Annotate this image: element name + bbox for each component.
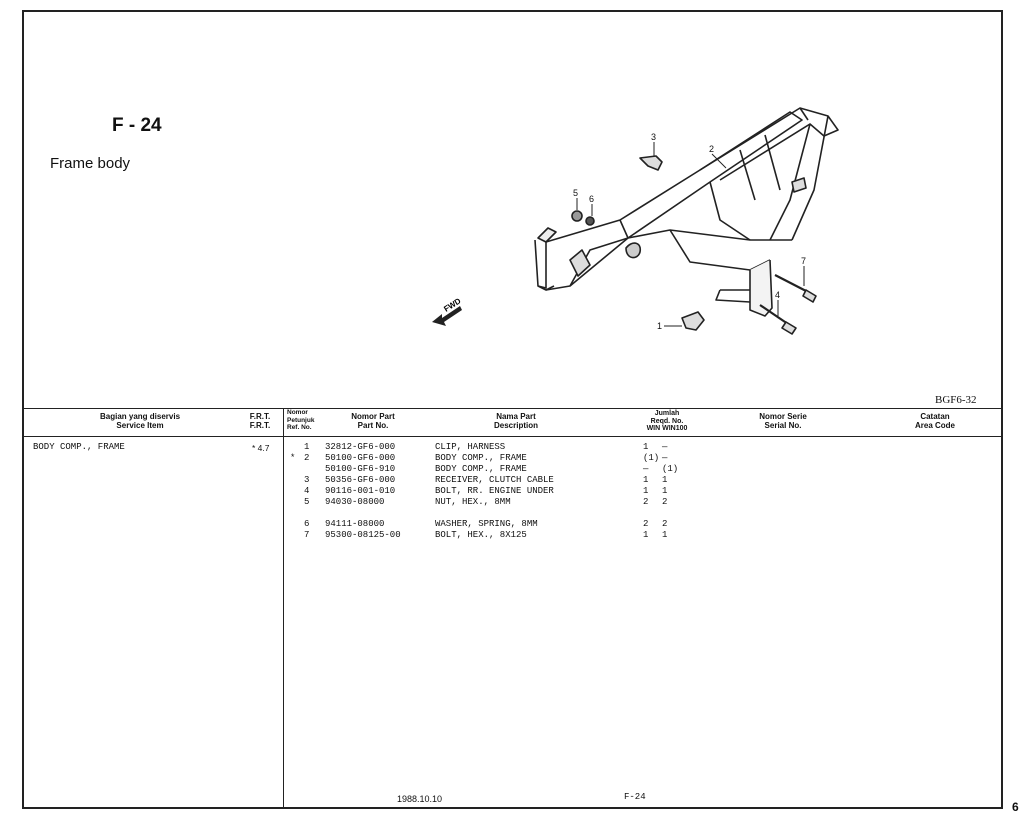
row-qty-win100: 2 (662, 519, 668, 529)
frame-parts-diagram: FWD 3 2 5 6 7 4 1 (432, 107, 839, 335)
header-ref-no: Nomor Petunjuk Ref. No. (287, 409, 315, 431)
footer-page-code: F-24 (624, 792, 646, 802)
table-header-rule (22, 436, 1003, 437)
callout-7: 7 (801, 256, 806, 266)
row-ref-no: 6 (304, 519, 310, 529)
row-qty-win: 1 (643, 530, 649, 540)
row-qty-win100: 1 (662, 475, 668, 485)
callout-6: 6 (589, 194, 594, 204)
row-description: BOLT, RR. ENGINE UNDER (435, 486, 554, 496)
row-description: BODY COMP., FRAME (435, 464, 527, 474)
header-area-code: Catatan Area Code (914, 412, 955, 430)
row-part-no: 94111-08000 (325, 519, 385, 529)
row-ref-no: 3 (304, 475, 310, 485)
row-ref-no: 4 (304, 486, 310, 496)
row-qty-win: (1) (643, 453, 660, 463)
fwd-arrow-icon (432, 306, 462, 326)
row-mark: * (290, 453, 296, 463)
table-top-rule (22, 408, 1003, 409)
callout-3: 3 (651, 132, 656, 142)
row-part-no: 95300-08125-00 (325, 530, 401, 540)
edge-page-number: 6 (1012, 800, 1019, 814)
callout-1: 1 (657, 321, 662, 331)
row-qty-win: 1 (643, 475, 649, 485)
figure-title: Frame body (50, 155, 131, 172)
header-description: Nama Part Description (493, 412, 538, 430)
table-column-divider (283, 408, 284, 809)
row-ref-no: 5 (304, 497, 310, 507)
row-qty-win: — (643, 464, 649, 474)
row-part-no: 50100-GF6-000 (325, 453, 396, 463)
row-part-no: 50100-GF6-910 (325, 464, 396, 474)
row-qty-win100: — (662, 453, 668, 463)
callout-4: 4 (775, 290, 780, 300)
row-description: RECEIVER, CLUTCH CABLE (435, 475, 554, 485)
header-serial-no: Nomor Serie Serial No. (759, 412, 807, 430)
row-ref-no: 7 (304, 530, 310, 540)
row-description: CLIP, HARNESS (435, 442, 506, 452)
header-part-no: Nomor Part Part No. (351, 412, 395, 430)
row-qty-win100: 2 (662, 497, 668, 507)
row-part-no: 94030-08000 (325, 497, 385, 507)
row-part-no: 32812-GF6-000 (325, 442, 396, 452)
row-description: BODY COMP., FRAME (435, 453, 527, 463)
row-qty-win100: — (662, 442, 668, 452)
row-ref-no: 2 (304, 453, 310, 463)
drawing-code: BGF6-32 (935, 394, 977, 406)
row-description: NUT, HEX., 8MM (435, 497, 511, 507)
row-qty-win100: 1 (662, 530, 668, 540)
row-qty-win100: 1 (662, 486, 668, 496)
callout-5: 5 (573, 188, 578, 198)
row-description: BOLT, HEX., 8X125 (435, 530, 527, 540)
callout-2: 2 (709, 144, 714, 154)
row-part-no: 50356-GF6-000 (325, 475, 396, 485)
frt-value: * 4.7 (252, 443, 270, 453)
figure-code: F - 24 (112, 115, 162, 136)
row-qty-win: 1 (643, 486, 649, 496)
row-qty-win: 1 (643, 442, 649, 452)
footer-date: 1988.10.10 (397, 794, 443, 804)
row-ref-no: 1 (304, 442, 310, 452)
page-border (22, 10, 1003, 809)
row-part-no: 90116-001-010 (325, 486, 396, 496)
header-frt: F.R.T. F.R.T. (249, 412, 271, 430)
row-qty-win100: (1) (662, 464, 679, 474)
header-qty: Jumlah Reqd. No. WIN WIN100 (646, 410, 688, 432)
row-qty-win: 2 (643, 497, 649, 507)
header-service-item: Bagian yang diservis Service Item (99, 412, 181, 430)
row-qty-win: 2 (643, 519, 649, 529)
service-item-value: BODY COMP., FRAME (33, 442, 125, 452)
row-description: WASHER, SPRING, 8MM (435, 519, 538, 529)
